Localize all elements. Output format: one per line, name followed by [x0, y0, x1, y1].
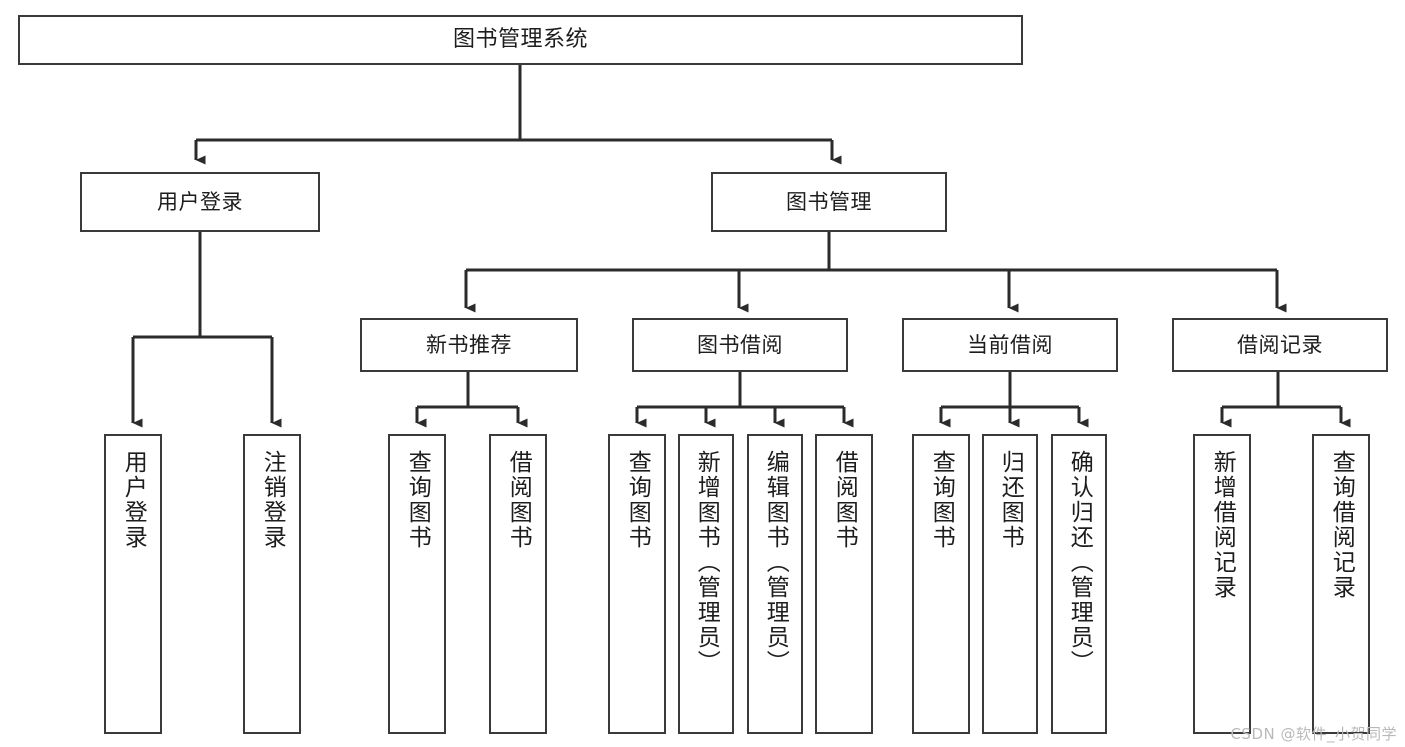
node-label: 新书推荐 [426, 332, 512, 357]
node-label: 图书管理系统 [452, 27, 588, 53]
node-label: 查询图书 [624, 450, 651, 550]
leaf-logout[interactable]: 注销登录 [243, 434, 301, 734]
node-label: 当前借阅 [967, 332, 1053, 357]
node-label: 归还图书 [997, 450, 1024, 550]
csdn-watermark: CSDN @软件_小贺同学 [1230, 725, 1397, 743]
node-current-borrow[interactable]: 当前借阅 [902, 318, 1118, 372]
node-borrow-record[interactable]: 借阅记录 [1172, 318, 1388, 372]
leaf-bookborrow-query-book[interactable]: 查询图书 [608, 434, 666, 734]
node-label: 查询图书 [404, 450, 431, 550]
node-label: 图书管理 [786, 189, 872, 214]
node-new-book-recommend[interactable]: 新书推荐 [360, 318, 578, 372]
leaf-newbook-borrow-book[interactable]: 借阅图书 [489, 434, 547, 734]
node-label: 借阅图书 [505, 450, 532, 550]
leaf-bookborrow-borrow-book[interactable]: 借阅图书 [815, 434, 873, 734]
leaf-add-borrow-record[interactable]: 新增借阅记录 [1193, 434, 1251, 734]
node-user-login[interactable]: 用户登录 [80, 172, 320, 232]
node-label: 编辑图书（管理员） [762, 450, 789, 675]
node-label: 借阅图书 [831, 450, 858, 550]
leaf-bookborrow-edit-book[interactable]: 编辑图书（管理员） [747, 434, 803, 734]
node-book-management[interactable]: 图书管理 [711, 172, 947, 232]
leaf-user-login[interactable]: 用户登录 [104, 434, 162, 734]
node-label: 确认归还（管理员） [1066, 450, 1093, 675]
leaf-currentborrow-query-book[interactable]: 查询图书 [912, 434, 970, 734]
node-label: 新增图书（管理员） [693, 450, 720, 675]
node-label: 查询借阅记录 [1328, 450, 1355, 600]
node-label: 查询图书 [928, 450, 955, 550]
leaf-currentborrow-confirm-return[interactable]: 确认归还（管理员） [1051, 434, 1107, 734]
node-label: 注销登录 [259, 450, 286, 550]
leaf-bookborrow-add-book[interactable]: 新增图书（管理员） [678, 434, 734, 734]
leaf-currentborrow-return-book[interactable]: 归还图书 [982, 434, 1038, 734]
node-label: 用户登录 [120, 450, 147, 550]
node-label: 用户登录 [157, 189, 243, 214]
node-label: 新增借阅记录 [1209, 450, 1236, 600]
node-book-borrow[interactable]: 图书借阅 [632, 318, 848, 372]
leaf-newbook-query-book[interactable]: 查询图书 [388, 434, 446, 734]
node-root-system[interactable]: 图书管理系统 [18, 15, 1023, 65]
node-label: 借阅记录 [1237, 332, 1323, 357]
leaf-query-borrow-record[interactable]: 查询借阅记录 [1312, 434, 1370, 734]
node-label: 图书借阅 [697, 332, 783, 357]
